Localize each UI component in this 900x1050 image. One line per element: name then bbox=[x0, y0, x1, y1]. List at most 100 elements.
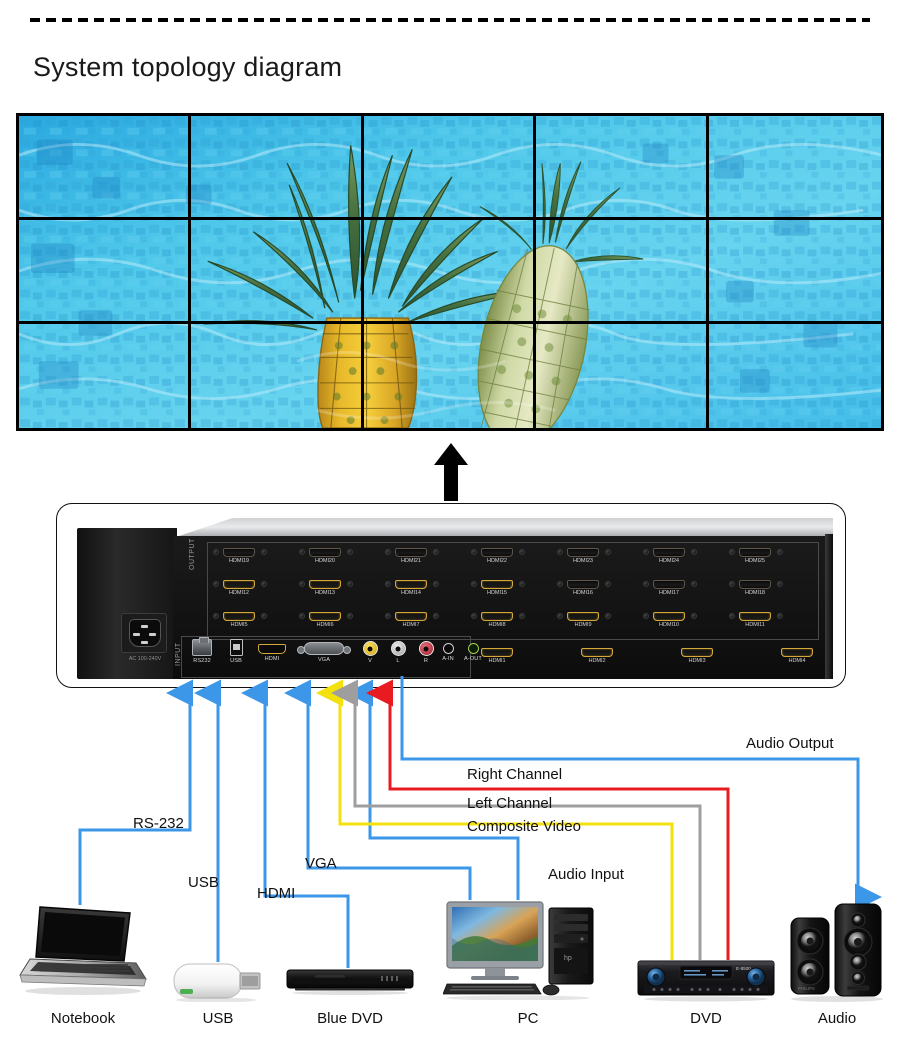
panel-screw bbox=[299, 581, 305, 587]
panel-screw bbox=[347, 613, 353, 619]
hdmi-port-HDMI7[interactable]: HDMI7 bbox=[395, 612, 427, 628]
panel-screw bbox=[777, 549, 783, 555]
input-port-audio-out[interactable]: A-OUT bbox=[459, 639, 487, 662]
hdmi-port-HDMI11[interactable]: HDMI11 bbox=[739, 612, 771, 628]
hdmi-port-HDMI16[interactable]: HDMI16 bbox=[567, 580, 599, 596]
device-caption-pc: PC bbox=[517, 1010, 539, 1027]
hdmi-port-HDMI14[interactable]: HDMI14 bbox=[395, 580, 427, 596]
hdmi-port-HDMI23[interactable]: HDMI23 bbox=[567, 548, 599, 564]
cable-label-vga: VGA bbox=[305, 855, 337, 872]
hdmi-port-HDMI10[interactable]: HDMI10 bbox=[653, 612, 685, 628]
output-section-label: OUTPUT bbox=[189, 538, 196, 570]
hdmi-port-HDMI24[interactable]: HDMI24 bbox=[653, 548, 685, 564]
jack-3-5mm-green-icon bbox=[467, 643, 479, 654]
hdmi-port-HDMI12[interactable]: HDMI12 bbox=[223, 580, 255, 596]
panel-screw bbox=[691, 549, 697, 555]
panel-screw bbox=[261, 549, 267, 555]
hdmi-port-HDMI19[interactable]: HDMI19 bbox=[223, 548, 255, 564]
rca-yellow-icon bbox=[362, 641, 378, 656]
panel-screw bbox=[471, 613, 477, 619]
hdmi-port-HDMI20[interactable]: HDMI20 bbox=[309, 548, 341, 564]
wall-tile-2-2 bbox=[191, 220, 364, 324]
hdmi-port-HDMI6[interactable]: HDMI6 bbox=[309, 612, 341, 628]
hdmi-port-HDMI2[interactable]: HDMI2 bbox=[581, 648, 613, 664]
panel-screw bbox=[385, 613, 391, 619]
panel-screw bbox=[471, 581, 477, 587]
panel-screw bbox=[347, 549, 353, 555]
rj45-icon bbox=[192, 637, 212, 656]
page-title: System topology diagram bbox=[33, 52, 343, 82]
panel-screw bbox=[519, 549, 525, 555]
panel-screw bbox=[729, 549, 735, 555]
panel-screw bbox=[299, 613, 305, 619]
wall-tile-2-5 bbox=[708, 220, 881, 324]
hdmi-port-HDMI13[interactable]: HDMI13 bbox=[309, 580, 341, 596]
hdmi-port-HDMI1[interactable]: HDMI1 bbox=[481, 648, 513, 664]
input-port-panel bbox=[181, 636, 471, 678]
panel-screw bbox=[605, 581, 611, 587]
panel-screw bbox=[385, 549, 391, 555]
cable-label-left-channel: Left Channel bbox=[467, 795, 553, 812]
cable-label-composite-video: Composite Video bbox=[467, 818, 581, 835]
vga-db15-icon bbox=[297, 642, 351, 655]
hdmi-port-HDMI21[interactable]: HDMI21 bbox=[395, 548, 427, 564]
video-wall-image bbox=[19, 116, 881, 428]
hdmi-port-HDMI25[interactable]: HDMI25 bbox=[739, 548, 771, 564]
input-port-audio-right[interactable]: R bbox=[415, 639, 437, 664]
cable-label-right-channel: Right Channel bbox=[467, 766, 563, 783]
device-right-side bbox=[825, 534, 833, 679]
hdmi-port-HDMI3[interactable]: HDMI3 bbox=[681, 648, 713, 664]
panel-screw bbox=[691, 613, 697, 619]
panel-screw bbox=[213, 581, 219, 587]
rca-red-icon bbox=[418, 641, 434, 656]
cable-rs232 bbox=[78, 679, 193, 905]
wall-tile-3-2 bbox=[191, 324, 364, 428]
panel-screw bbox=[213, 613, 219, 619]
speakers-icon: PHILIPS bbox=[790, 903, 883, 1002]
wall-tile-1-2 bbox=[191, 116, 364, 220]
input-port-hdmi[interactable]: HDMI bbox=[255, 639, 289, 662]
svg-text:PHILIPS: PHILIPS bbox=[798, 986, 815, 991]
hdmi-port-HDMI17[interactable]: HDMI17 bbox=[653, 580, 685, 596]
cable-label-audio-input: Audio Input bbox=[548, 866, 624, 883]
wall-tile-1-3 bbox=[363, 116, 537, 220]
panel-screw bbox=[643, 581, 649, 587]
cable-label-audio-output: Audio Output bbox=[746, 735, 834, 752]
wall-tile-1-1 bbox=[19, 116, 192, 220]
input-section-label: INPUT bbox=[175, 642, 182, 667]
panel-screw bbox=[643, 549, 649, 555]
wall-tile-2-4 bbox=[536, 220, 709, 324]
hdmi-icon bbox=[258, 644, 286, 654]
output-port-panel bbox=[207, 542, 819, 640]
jack-3-5mm-icon bbox=[442, 643, 454, 654]
input-port-composite-video[interactable]: V bbox=[359, 639, 381, 664]
desktop-pc-icon: hp bbox=[443, 901, 594, 1000]
iec-socket bbox=[129, 619, 161, 647]
signal-flow-up-arrow bbox=[434, 443, 468, 501]
hdmi-port-HDMI5[interactable]: HDMI5 bbox=[223, 612, 255, 628]
hdmi-port-HDMI4[interactable]: HDMI4 bbox=[781, 648, 813, 664]
hdmi-port-HDMI9[interactable]: HDMI9 bbox=[567, 612, 599, 628]
device-left-side bbox=[77, 528, 177, 679]
hdmi-port-HDMI22[interactable]: HDMI22 bbox=[481, 548, 513, 564]
device-caption-dvd: DVD bbox=[690, 1010, 722, 1027]
input-port-usb[interactable]: USB bbox=[223, 639, 249, 664]
panel-screw bbox=[777, 581, 783, 587]
hdmi-port-HDMI8[interactable]: HDMI8 bbox=[481, 612, 513, 628]
wall-tile-3-1 bbox=[19, 324, 192, 428]
panel-screw bbox=[299, 549, 305, 555]
input-port-audio-left[interactable]: L bbox=[387, 639, 409, 664]
device-caption-notebook: Notebook bbox=[50, 1010, 116, 1027]
panel-screw bbox=[605, 549, 611, 555]
input-port-rs232[interactable]: RS232 bbox=[187, 637, 217, 664]
hdmi-port-HDMI15[interactable]: HDMI15 bbox=[481, 580, 513, 596]
wall-tile-1-5 bbox=[708, 116, 881, 220]
cable-label-hdmi: HDMI bbox=[257, 885, 296, 902]
input-port-audio-in[interactable]: A-IN bbox=[435, 639, 461, 662]
cable-label-rs232: RS-232 bbox=[133, 815, 184, 832]
input-port-vga[interactable]: VGA bbox=[297, 639, 351, 663]
video-wall bbox=[16, 113, 884, 431]
hdmi-port-HDMI18[interactable]: HDMI18 bbox=[739, 580, 771, 596]
panel-screw bbox=[385, 581, 391, 587]
device-top-lid bbox=[173, 518, 833, 538]
